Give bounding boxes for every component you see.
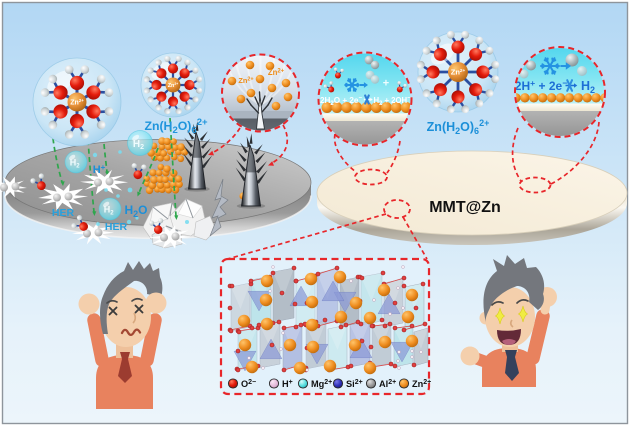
- svg-text:2H+ + 2e−: 2H+ + 2e−: [515, 78, 567, 93]
- svg-text:MMT@Zn: MMT@Zn: [429, 199, 501, 216]
- svg-text:Zn2+: Zn2+: [268, 68, 285, 77]
- svg-text:H2 + 2OH−: H2 + 2OH−: [374, 95, 411, 108]
- svg-text:Zn(H2O)62+: Zn(H2O)62+: [427, 118, 490, 136]
- svg-text:Zn2+: Zn2+: [238, 76, 253, 85]
- svg-text:Mg2+: Mg2+: [311, 379, 332, 389]
- svg-text:Si2+: Si2+: [346, 379, 363, 389]
- svg-text:H2: H2: [133, 139, 144, 151]
- svg-text:O2−: O2−: [241, 379, 256, 389]
- svg-text:H2O: H2O: [124, 203, 147, 219]
- svg-text:Zn2+: Zn2+: [168, 82, 179, 89]
- svg-text:HER: HER: [52, 207, 75, 219]
- svg-text:Zn2+: Zn2+: [412, 379, 431, 389]
- svg-text:+: +: [383, 78, 389, 90]
- svg-text:H+: H+: [282, 379, 293, 389]
- svg-text:Zn2+: Zn2+: [451, 68, 466, 77]
- svg-text:H2: H2: [70, 157, 81, 169]
- svg-text:HER: HER: [105, 221, 128, 233]
- svg-text:Al2+: Al2+: [379, 379, 396, 389]
- svg-text:Zn2+: Zn2+: [70, 98, 84, 106]
- svg-text:H2: H2: [104, 204, 115, 216]
